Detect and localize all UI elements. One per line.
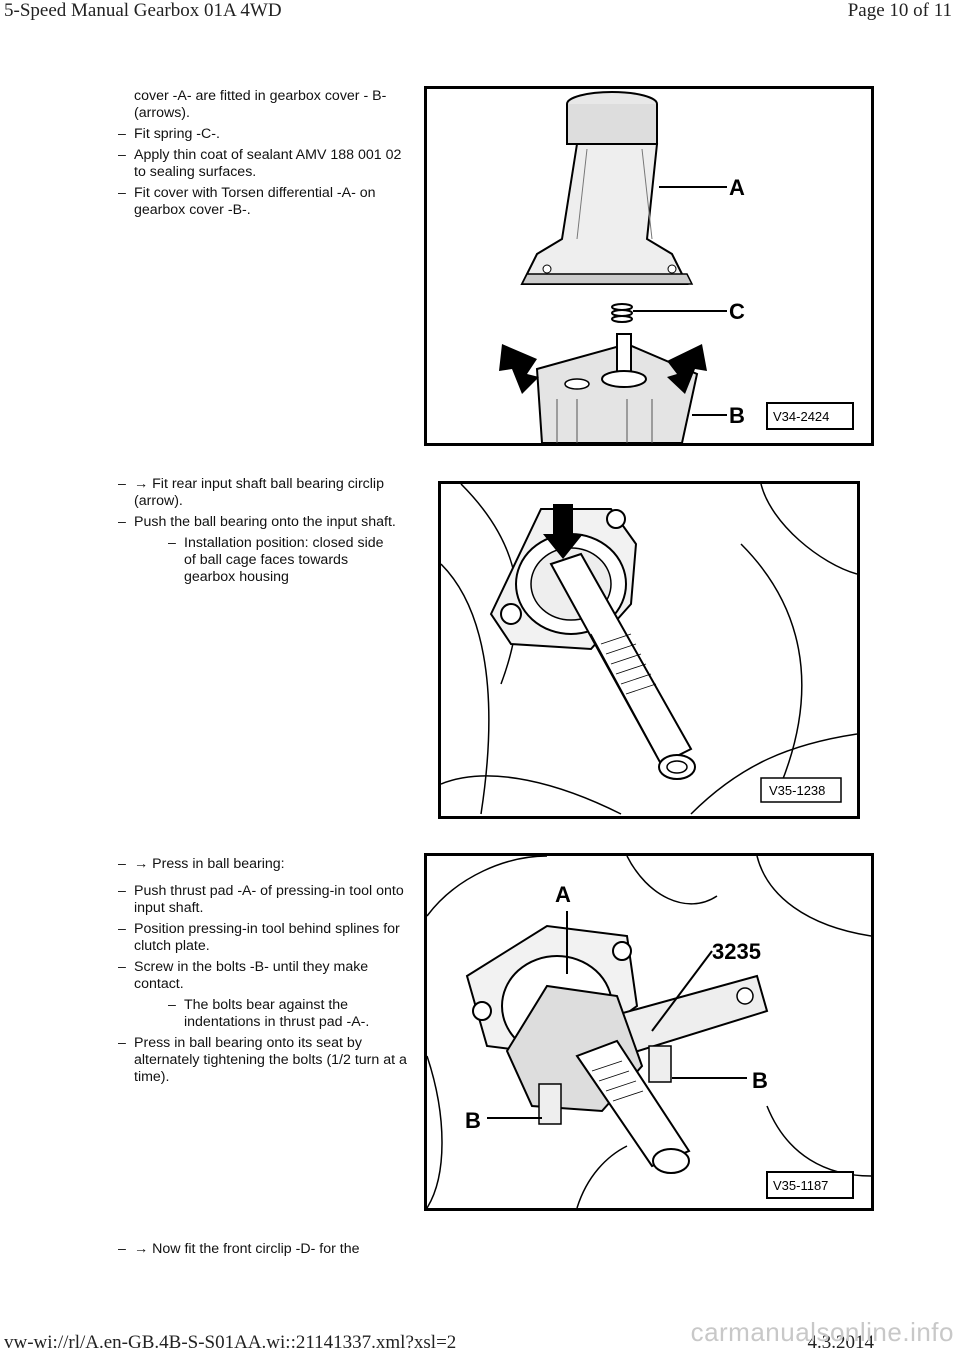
step-item: –Fit cover with Torsen differential -A- … (118, 185, 376, 218)
step-item: –→ Fit rear input shaft ball bearing cir… (118, 476, 384, 509)
sub-step-item: –The bolts bear against the indentations… (168, 997, 370, 1030)
gearbox-cover-illustration: A C B V34-2424 (499, 91, 854, 443)
step-item: –Position pressing-in tool behind spline… (118, 921, 400, 954)
footer-url: vw-wi://rl/A.en-GB.4B-S-S01AA.wi::211413… (4, 1332, 457, 1353)
figure-input-shaft-circlip: V35-1238 (438, 481, 860, 819)
label-b-right: B (752, 1068, 768, 1093)
arrow-icon (543, 504, 583, 559)
figure-code: V35-1238 (769, 783, 825, 798)
step-item: –Fit spring -C-. (118, 126, 220, 142)
figure-press-in-bearing: A 3235 B B V35-1187 (424, 853, 874, 1211)
label-b: B (729, 403, 745, 428)
label-c: C (729, 299, 745, 324)
step-item: –Push thrust pad -A- of pressing-in tool… (118, 883, 404, 916)
figure-code: V35-1187 (773, 1178, 828, 1193)
section4-text: –→ Now fit the front circlip -D- for the (118, 1241, 418, 1262)
step-item: –→ Now fit the front circlip -D- for the (118, 1241, 360, 1257)
step-item: –Push the ball bearing onto the input sh… (118, 514, 396, 530)
step-item: –Screw in the bolts -B- until they make … (118, 959, 369, 992)
label-a: A (555, 882, 571, 907)
input-shaft-illustration: V35-1238 (441, 484, 857, 815)
section3-text: –→ Press in ball bearing: –Push thrust p… (118, 856, 408, 1090)
sub-step-item: –Installation position: closed side of b… (168, 535, 384, 585)
label-a: A (729, 175, 745, 200)
label-b-left: B (465, 1108, 481, 1133)
figure-gearbox-cover: A C B V34-2424 (424, 86, 874, 446)
page-number: Page 10 of 11 (847, 0, 952, 21)
figure-code: V34-2424 (773, 409, 829, 424)
continuation-text: cover -A- are fitted in gearbox cover - … (134, 88, 387, 121)
label-tool-number: 3235 (712, 939, 761, 964)
step-item: –Apply thin coat of sealant AMV 188 001 … (118, 147, 402, 180)
document-title: 5-Speed Manual Gearbox 01A 4WD (4, 0, 282, 21)
step-item: –Press in ball bearing onto its seat by … (118, 1035, 407, 1085)
watermark: carmanualsonline.info (690, 1317, 954, 1347)
step-item: –→ Press in ball bearing: (118, 856, 285, 872)
footer-date: 4.3.2014 (807, 1332, 875, 1353)
section1-text: cover -A- are fitted in gearbox cover - … (118, 88, 408, 223)
pressing-tool-illustration: A 3235 B B V35-1187 (427, 856, 871, 1208)
section2-text: –→ Fit rear input shaft ball bearing cir… (118, 476, 408, 590)
